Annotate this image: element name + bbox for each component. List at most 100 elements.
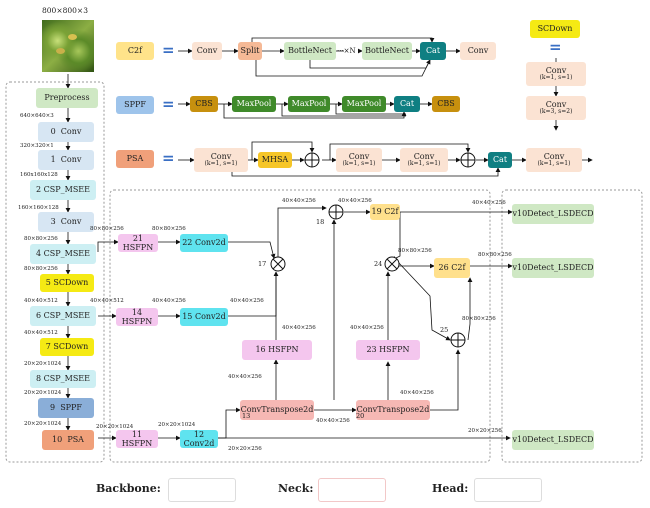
psa-mhsa: MHSA	[258, 152, 292, 168]
operator-circles	[270, 152, 476, 348]
dim-label: 80×80×256	[462, 316, 496, 322]
layer-number: 4	[36, 249, 42, 259]
neck-hsfpn-16: 16 HSFPN	[242, 340, 312, 360]
layer-name: SPPF	[60, 403, 82, 413]
conv-params: (k=1, s=1)	[204, 160, 238, 168]
backbone-layer-5: 5 SCDown	[40, 274, 94, 292]
neck-convtranspose-20: ConvTranspose2d	[356, 400, 430, 420]
layer-name: Conv	[60, 155, 82, 165]
input-image	[42, 20, 94, 72]
head-container	[501, 189, 643, 463]
c2f-bottleneck-1: BottleNect	[284, 42, 336, 60]
layer-number: 7	[45, 342, 51, 352]
insect-icon	[56, 48, 65, 54]
dim-label: 160x160x128	[20, 172, 58, 178]
legend-backbone-swatch	[168, 478, 236, 502]
dim-label: 40×40×512	[90, 298, 124, 304]
preprocess-block: Preprocess	[36, 88, 98, 108]
c2f-split: Split	[238, 42, 262, 60]
backbone-layer-6: 6 CSP_MSEE	[30, 306, 96, 326]
neck-convtranspose-13: ConvTranspose2d	[240, 400, 314, 420]
dim-label: 160×160×128	[18, 205, 59, 211]
psa-conv4: Conv(k=1, s=1)	[526, 148, 582, 172]
dim-label: 40×40×256	[472, 200, 506, 206]
layer-name: SCDown	[53, 342, 89, 352]
neck-conv2d-22: 22 Conv2d	[180, 234, 228, 252]
layer-number: 1	[50, 155, 56, 165]
conv-params: (k=1, s=1)	[407, 160, 441, 168]
backbone-layer-3: 3 Conv	[38, 212, 94, 232]
head-detect-1: v10Detect_LSDECD	[512, 204, 594, 224]
conv-label: Conv	[348, 151, 370, 161]
backbone-container	[5, 81, 105, 463]
c2f-cat: Cat	[420, 42, 446, 60]
backbone-layer-7: 7 SCDown	[40, 338, 94, 356]
legend-backbone-label: Backbone:	[96, 482, 161, 495]
scdown-conv2: Conv(k=3, s=2)	[526, 96, 586, 120]
layer-number: 9	[50, 403, 56, 413]
legend-neck-label: Neck:	[278, 482, 314, 495]
backbone-layer-1: 1 Conv	[38, 150, 94, 170]
layer-name: CSP_MSEE	[43, 311, 90, 321]
layer-number: 2	[36, 185, 42, 195]
dim-label: 40×40×256	[230, 298, 264, 304]
backbone-layer-2: 2 CSP_MSEE	[30, 180, 96, 200]
scdown-tag: SCDown	[530, 20, 580, 38]
layer-name: SCDown	[53, 278, 89, 288]
psa-cat: Cat	[488, 152, 512, 168]
layer-name: Conv	[60, 127, 82, 137]
conv-label: Conv	[413, 151, 435, 161]
node-number: 20	[356, 412, 365, 420]
dim-label: 40×40×512	[24, 298, 58, 304]
c2f-conv2: Conv	[460, 42, 496, 60]
neck-container	[109, 189, 491, 463]
neck-conv2d-12: 12 Conv2d	[180, 430, 218, 448]
psa-conv1: Conv(k=1, s=1)	[194, 148, 248, 172]
layer-number: 8	[36, 374, 42, 384]
neck-hsfpn-11: 11 HSFPN	[116, 430, 158, 448]
sppf-maxpool-1: MaxPool	[232, 96, 276, 112]
equals-icon: =	[549, 38, 562, 56]
conv-params: (k=1, s=1)	[539, 74, 573, 82]
operator-symbols	[272, 153, 475, 347]
c2f-repeat-label: ···×N	[337, 47, 356, 55]
dim-label: 40×40×512	[24, 330, 58, 336]
dim-label: 40×40×256	[350, 325, 384, 331]
input-size-label: 800×800×3	[42, 6, 88, 15]
conv-label: Conv	[210, 151, 232, 161]
backbone-layer-10: 10 PSA	[42, 430, 94, 450]
legend-head-label: Head:	[432, 482, 469, 495]
c2f-tag: C2f	[116, 42, 154, 60]
dim-label: 40×40×256	[152, 298, 186, 304]
backbone-layer-9: 9 SPPF	[38, 398, 94, 418]
layer-name: CSP_MSEE	[43, 249, 90, 259]
dim-label: 80×80×256	[398, 248, 432, 254]
head-detect-2: v10Detect_LSDECD	[512, 258, 594, 278]
c2f-bottleneck-2: BottleNect	[362, 42, 412, 60]
neck-c2f-19: 19 C2f	[370, 204, 400, 220]
sppf-cbs2: CBS	[432, 96, 460, 112]
legend-head-swatch	[474, 478, 542, 502]
legend-neck-swatch	[318, 478, 386, 502]
conv-params: (k=1, s=1)	[342, 160, 376, 168]
layer-number: 10	[52, 435, 63, 445]
conv-label: Conv	[545, 99, 567, 109]
conv-params: (k=3, s=2)	[539, 108, 573, 116]
arrows	[65, 37, 593, 441]
equals-icon: =	[162, 149, 175, 167]
node-number: 13	[242, 412, 251, 420]
psa-conv2: Conv(k=1, s=1)	[336, 148, 382, 172]
neck-conv2d-15: 15 Conv2d	[180, 308, 228, 326]
dim-label: 40×40×256	[400, 390, 434, 396]
psa-tag: PSA	[116, 150, 154, 168]
node-number: 24	[374, 260, 383, 268]
sppf-cat: Cat	[394, 96, 420, 112]
node-number: 17	[258, 260, 267, 268]
dim-label: 80×80×256	[478, 252, 512, 258]
dim-label: 20×20×1024	[158, 422, 196, 428]
dim-label: 40×40×256	[338, 198, 372, 204]
dim-label: 20×20×1024	[24, 361, 62, 367]
dim-label: 80×80×256	[24, 236, 58, 242]
